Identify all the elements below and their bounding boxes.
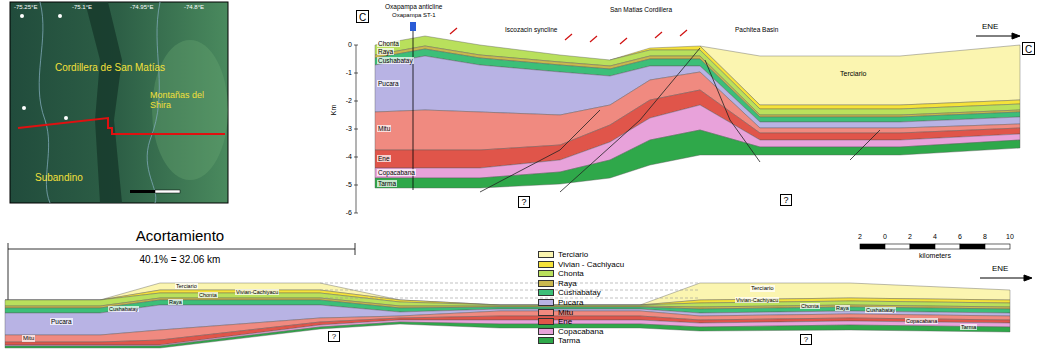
section-label: Chonta (800, 303, 820, 309)
section-label: Oxapampa ST-1 (392, 12, 436, 19)
section-label: Tarma (960, 324, 977, 330)
section-label: Raya (835, 305, 850, 311)
legend-text: Tarma (558, 336, 580, 345)
section-label: Terciario (840, 70, 866, 78)
section-label: Montañas del Shira (150, 90, 212, 111)
section-label: ENE (982, 22, 998, 31)
legend-text: Copacabana (558, 327, 603, 336)
section-label: Cushabatay (377, 57, 414, 64)
correlation-lines (320, 283, 700, 298)
marker-box: ? (780, 194, 792, 206)
section-label: Cushabatay (865, 307, 896, 313)
legend-text: Ene (558, 317, 572, 326)
scale-bar (860, 244, 1010, 249)
section-label: Terciario (175, 283, 198, 289)
present-section (375, 36, 1020, 188)
section-label: San Matias Cordillera (610, 6, 672, 13)
section-label: Chonta (198, 292, 218, 298)
section-label: Copacabana (377, 169, 416, 176)
section-label: Pucara (377, 80, 400, 87)
section-label: -75.25°E (14, 4, 37, 11)
section-label: -5 (346, 181, 352, 189)
marker-text: ? (519, 198, 529, 208)
marker-text: ? (781, 196, 791, 206)
legend-text: Mitu (558, 308, 573, 317)
section-label: ENE (992, 264, 1008, 273)
section-label: -75.1°E (72, 4, 92, 11)
section-label: 0 (883, 233, 887, 241)
legend-swatch (538, 318, 554, 325)
legend-swatch (538, 261, 554, 268)
fault-lines (480, 48, 880, 192)
section-label: Acortamiento (136, 227, 224, 244)
section-label: Mitu (22, 335, 35, 342)
marker-text: C (1023, 44, 1034, 55)
section-label: 2 (908, 233, 912, 241)
section-label: -74.95°E (130, 4, 153, 11)
section-label: 4 (933, 233, 937, 241)
marker-box: C (1022, 42, 1035, 55)
section-label: Pachitea Basin (735, 26, 778, 33)
marker-text: ? (801, 336, 811, 345)
section-label: 6 (958, 233, 962, 241)
section-label: -4 (346, 153, 352, 161)
section-label: Vivian-Cachiyacu (235, 289, 279, 295)
section-label: Cordillera de San Matías (55, 62, 165, 74)
legend-text: Vivian - Cachiyacu (558, 260, 624, 269)
legend-swatch (538, 289, 554, 296)
marker-text: C (357, 12, 368, 23)
section-label: 40.1% = 32.06 km (140, 254, 221, 266)
section-label: Raya (168, 299, 183, 305)
marker-box: ? (518, 196, 530, 208)
section-label: Copacabana (905, 318, 938, 324)
legend-text: Cushabatay (558, 288, 601, 297)
section-label: -2 (346, 97, 352, 105)
location-map (10, 2, 228, 203)
section-label: -74.8°E (184, 4, 204, 11)
marker-box: C (356, 10, 369, 23)
legend-swatch (538, 309, 554, 316)
legend-text: Chonta (558, 269, 584, 278)
section-label: Oxapampa anticline (385, 3, 442, 10)
legend-text: Pucara (558, 298, 583, 307)
section-label: Iscozacin syncline (505, 26, 557, 33)
section-label: -1 (346, 69, 352, 77)
legend-swatch (538, 280, 554, 287)
section-label: 10 (1006, 233, 1014, 241)
marker-box: ? (800, 334, 812, 345)
section-label: Pucara (50, 318, 73, 325)
legend-text: Raya (558, 279, 577, 288)
marker-text: ? (329, 333, 339, 342)
section-label: Mitu (377, 125, 391, 132)
section-label: 2 (858, 233, 862, 241)
legend-swatch (538, 270, 554, 277)
legend-text: Terciario (558, 250, 588, 259)
section-label: -6 (346, 209, 352, 217)
legend-swatch (538, 299, 554, 306)
fault-ticks (450, 28, 687, 44)
section-label: 8 (983, 233, 987, 241)
section-label: Chonta (377, 40, 400, 47)
section-label: 0 (348, 41, 352, 49)
section-label: Terciario (750, 285, 775, 292)
section-label: Ene (377, 155, 391, 162)
legend-swatch (538, 337, 554, 344)
section-label: -3 (346, 125, 352, 133)
restored-section (5, 283, 1010, 348)
depth-axis (354, 45, 358, 213)
well-symbol (410, 22, 416, 190)
section-label: Vivian-Cachiyacu (735, 297, 779, 303)
section-label: Cushabatay (108, 306, 139, 312)
section-label: Tarma (377, 180, 397, 187)
marker-box: ? (328, 331, 340, 342)
section-label: Km (330, 105, 338, 116)
legend-swatch (538, 251, 554, 258)
section-label: kilometers (919, 252, 951, 260)
section-label: Subandino (35, 172, 83, 184)
section-label: Raya (377, 48, 394, 55)
legend-swatch (538, 328, 554, 335)
